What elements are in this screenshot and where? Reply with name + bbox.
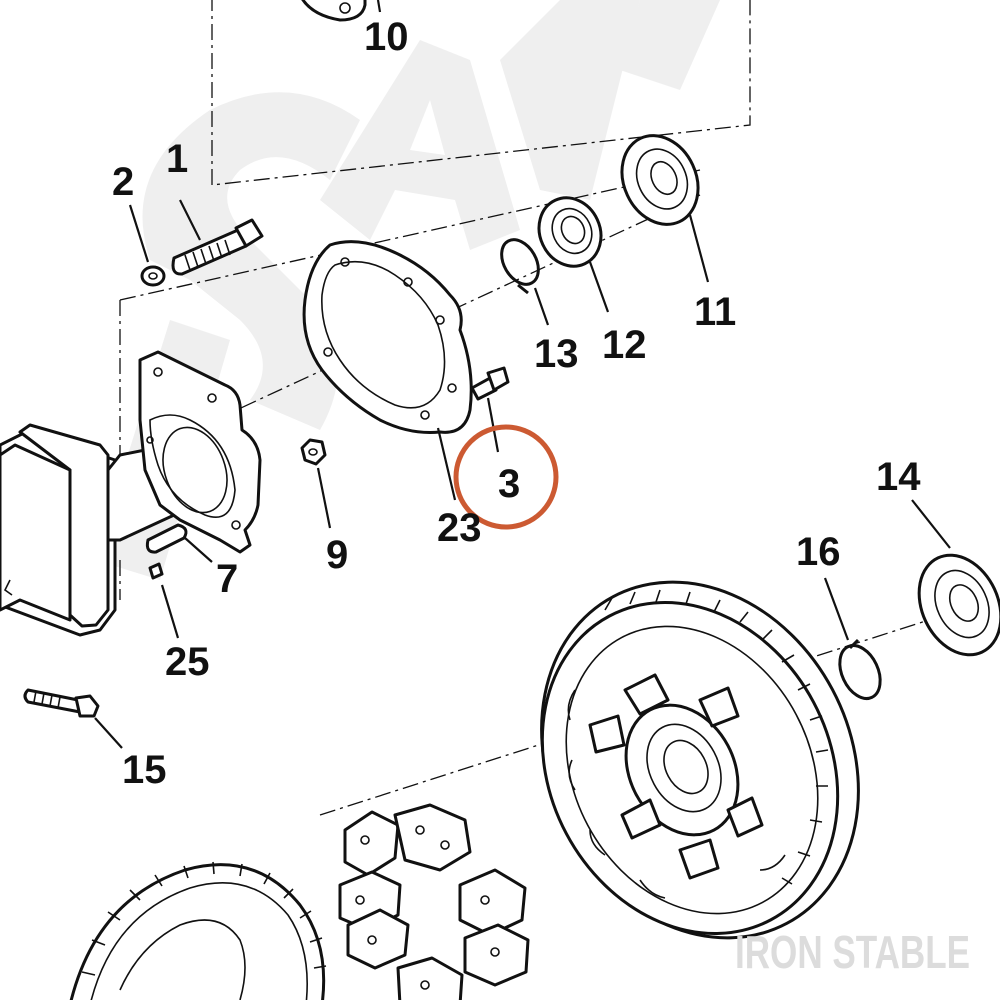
leader-lines	[94, 0, 951, 749]
callout-14: 14	[876, 455, 921, 499]
callout-9: 9	[326, 533, 348, 577]
callout-10: 10	[364, 15, 409, 59]
callout-23: 23	[437, 506, 482, 550]
retaining-ring-part-16	[838, 638, 882, 700]
ring-gear	[69, 861, 327, 1000]
retaining-ring-part-13	[500, 238, 540, 295]
bolt-part-3	[470, 366, 510, 401]
part-callouts: 10 1 2 11 12 13 3 14 23 9 16 7 25 15	[112, 15, 921, 792]
bolt-part-15	[23, 688, 100, 718]
callout-11: 11	[694, 290, 736, 334]
highlight-circle	[453, 424, 559, 530]
stud-part-7	[145, 523, 188, 554]
damper-blocks	[338, 803, 530, 1000]
bracket-part-10	[301, 0, 367, 22]
callout-12: 12	[602, 323, 647, 367]
callout-16: 16	[796, 530, 841, 574]
callout-1: 1	[166, 137, 188, 181]
callout-2: 2	[112, 160, 134, 204]
callout-13: 13	[534, 332, 579, 376]
bearing-part-11	[620, 134, 700, 226]
set-screw-part-25	[148, 562, 164, 580]
brand-watermark: IRON STABLE	[735, 926, 970, 978]
callout-15: 15	[122, 748, 167, 792]
callout-25: 25	[165, 640, 210, 684]
bearing-part-14	[917, 553, 1000, 657]
callout-3: 3	[498, 462, 520, 506]
callout-7: 7	[216, 557, 238, 601]
housing-assembly	[0, 350, 262, 637]
washer-part-2	[140, 265, 166, 287]
bolt-part-1	[171, 218, 264, 276]
bearing-part-12	[537, 196, 603, 268]
drive-pulley	[540, 580, 860, 940]
gasket-part-23	[302, 240, 473, 434]
nut-part-9	[300, 438, 327, 466]
